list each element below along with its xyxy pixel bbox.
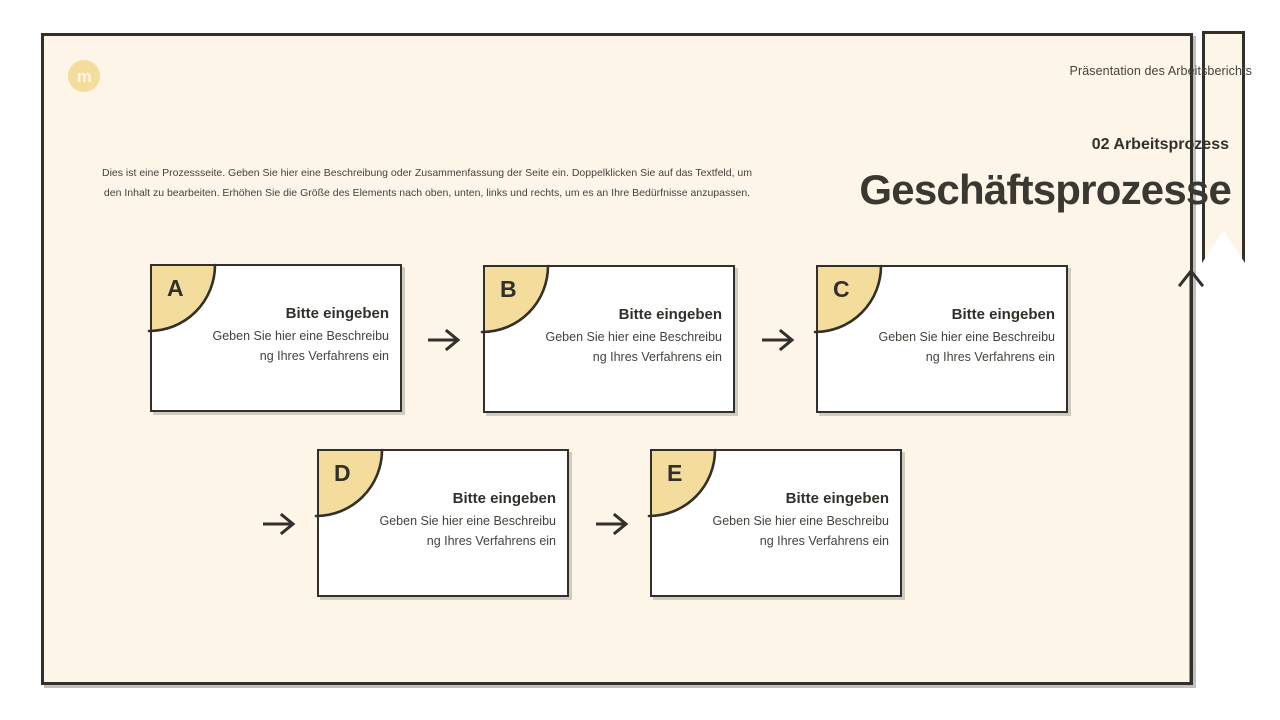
card-letter: C [833,276,850,302]
corner-wedge-icon [647,448,717,518]
arrow-right-icon [428,328,461,352]
corner-wedge-icon [147,263,217,333]
arrow-right-icon [596,512,629,536]
arrow-right-icon [762,328,795,352]
process-card-a[interactable]: A Bitte eingeben Geben Sie hier eine Bes… [147,263,402,412]
card-body: Bitte eingeben Geben Sie hier eine Besch… [378,489,556,551]
card-letter: E [667,460,683,486]
process-card-b[interactable]: B Bitte eingeben Geben Sie hier eine Bes… [480,264,735,413]
card-body: Bitte eingeben Geben Sie hier eine Besch… [544,305,722,367]
card-letter: B [500,276,517,302]
corner-wedge-icon [314,448,384,518]
card-text: Geben Sie hier eine Beschreibung Ihres V… [545,330,722,364]
card-title: Bitte eingeben [618,306,722,323]
logo-badge-icon: m [68,60,100,92]
process-card-c[interactable]: C Bitte eingeben Geben Sie hier eine Bes… [813,264,1068,413]
card-letter: A [167,275,184,301]
bookmark-ribbon-shape [1202,31,1245,263]
card-text: Geben Sie hier eine Beschreibung Ihres V… [212,329,389,363]
card-text: Geben Sie hier eine Beschreibung Ihres V… [712,514,889,548]
process-card-e[interactable]: E Bitte eingeben Geben Sie hier eine Bes… [647,448,902,597]
corner-wedge-icon [813,264,883,334]
card-title: Bitte eingeben [452,490,556,507]
arrow-right-icon [263,512,296,536]
section-eyebrow: 02 Arbeitsprozess [1091,136,1229,153]
card-title: Bitte eingeben [785,490,889,507]
corner-wedge-icon [480,264,550,334]
card-letter: D [334,460,351,486]
page-title: Geschäftsprozesse [859,166,1231,213]
card-body: Bitte eingeben Geben Sie hier eine Besch… [877,305,1055,367]
process-card-d[interactable]: D Bitte eingeben Geben Sie hier eine Bes… [314,448,569,597]
card-text: Geben Sie hier eine Beschreibung Ihres V… [878,330,1055,364]
card-title: Bitte eingeben [951,306,1055,323]
card-body: Bitte eingeben Geben Sie hier eine Besch… [211,304,389,366]
card-title: Bitte eingeben [285,305,389,322]
header-label: Präsentation des Arbeitsberichts [1069,64,1252,78]
logo-letter: m [76,66,92,86]
card-text: Geben Sie hier eine Beschreibung Ihres V… [379,514,556,548]
card-body: Bitte eingeben Geben Sie hier eine Besch… [711,489,889,551]
page-description: Dies ist eine Prozessseite. Geben Sie hi… [102,167,752,200]
